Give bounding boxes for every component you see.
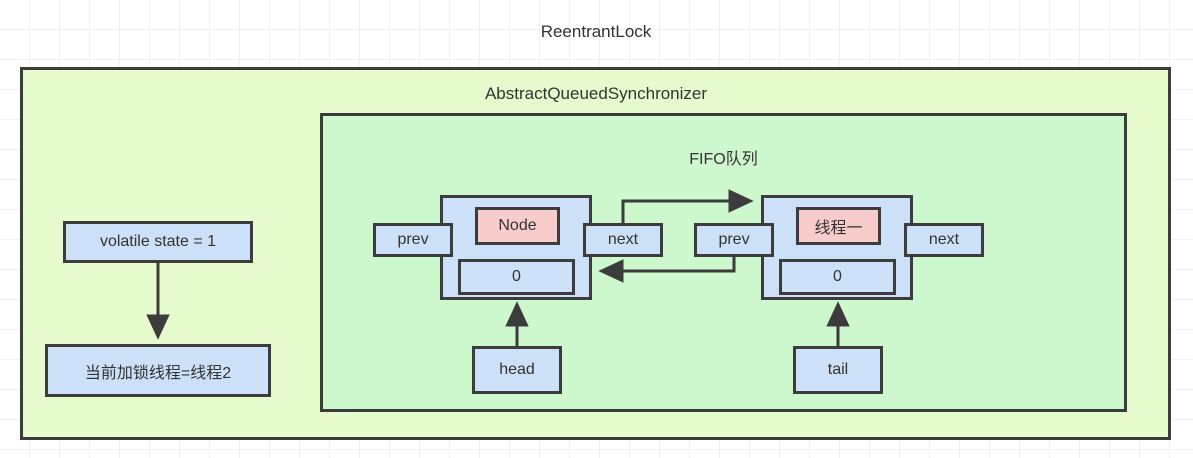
head-pointer-box: head <box>472 346 562 394</box>
queue-node-2-next: next <box>904 223 984 257</box>
queue-node-2-waitstatus: 0 <box>779 259 896 295</box>
queue-node-1-prev-label: prev <box>397 231 429 248</box>
current-locking-thread-box: 当前加锁线程=线程2 <box>45 344 271 397</box>
queue-node-1-next: next <box>583 223 663 257</box>
aqs-title: AbstractQueuedSynchronizer <box>484 84 708 103</box>
queue-node-1-waitstatus: 0 <box>458 259 575 295</box>
queue-node-1-waitstatus-text: 0 <box>512 268 521 285</box>
queue-node-2-waitstatus-text: 0 <box>833 268 842 285</box>
queue-node-1-next-label: next <box>607 231 639 248</box>
queue-node-2-thread-text: 线程一 <box>814 220 863 237</box>
queue-node-1-thread-text: Node <box>498 217 537 234</box>
queue-node-1-prev: prev <box>373 223 453 257</box>
queue-node-2-prev: prev <box>694 223 774 257</box>
tail-pointer-box: tail <box>793 346 883 394</box>
queue-node-2-prev-label: prev <box>718 231 750 248</box>
queue-node-2-thread-label: 线程一 <box>796 207 881 245</box>
volatile-state-box: volatile state = 1 <box>63 221 253 263</box>
queue-node-1-thread-label: Node <box>475 207 560 245</box>
tail-pointer-label: tail <box>827 361 849 378</box>
page-title: ReentrantLock <box>540 22 652 41</box>
head-pointer-label: head <box>499 361 535 378</box>
current-locking-thread-label: 当前加锁线程=线程2 <box>84 364 232 382</box>
fifo-queue-title: FIFO队列 <box>689 151 758 168</box>
queue-node-2-next-label: next <box>928 231 960 248</box>
volatile-state-label: volatile state = 1 <box>99 233 217 250</box>
